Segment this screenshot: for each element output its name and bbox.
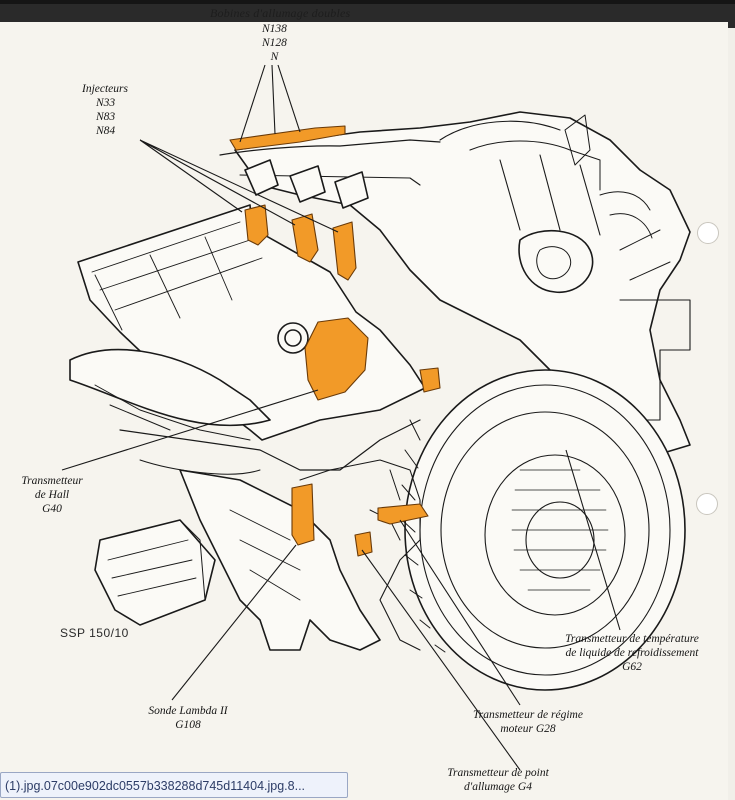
ignition-coils xyxy=(229,125,346,151)
temp-label-line1: Transmetteur de température xyxy=(565,633,699,645)
hall-label-line1: Transmetteur xyxy=(21,475,83,487)
coil-packs xyxy=(244,159,369,209)
temp-label-code: G62 xyxy=(622,661,642,673)
oil-filter xyxy=(94,519,216,626)
binder-hole xyxy=(696,493,718,515)
coil-label-n138: N138 xyxy=(262,23,287,35)
binder-hole xyxy=(697,222,719,244)
lambda-label-line1: Sonde Lambda II xyxy=(148,705,228,717)
figure-code: SSP 150/10 xyxy=(60,626,129,640)
temp-sensor xyxy=(419,367,441,393)
regime-label-line1: Transmetteur de régime xyxy=(473,709,583,721)
clutch-plate xyxy=(484,454,626,616)
speed-sender xyxy=(377,503,429,525)
injector-label-n84: N84 xyxy=(96,125,116,137)
injector-n33 xyxy=(244,204,269,246)
lambda-probe xyxy=(291,483,315,546)
injector-n84 xyxy=(332,221,357,281)
point-label: Transmetteur de point d'allumage G4 xyxy=(434,766,562,794)
injector-label-n83: N83 xyxy=(96,111,116,123)
regime-label-line2: moteur G28 xyxy=(500,723,556,735)
coil-label-n: N xyxy=(270,51,279,63)
lambda-label: Sonde Lambda II G108 xyxy=(128,704,248,732)
temp-label-line2: de liquide de refroidissement xyxy=(565,647,699,659)
hall-sender xyxy=(304,317,369,401)
hall-label-line2: de Hall xyxy=(34,489,70,501)
point-label-line1: Transmetteur de point xyxy=(447,767,549,779)
injector-labels: Injecteurs N33 N83 N84 xyxy=(82,82,128,138)
coil-labels: N138 N128 N xyxy=(262,22,287,64)
injectors-title: Injecteurs xyxy=(82,83,128,95)
coil-label-n128: N128 xyxy=(262,37,287,49)
point-label-line2: d'allumage G4 xyxy=(464,781,532,793)
hall-label-code: G40 xyxy=(42,503,62,515)
hall-sender-label: Transmetteur de Hall G40 xyxy=(14,474,90,516)
injector-label-n33: N33 xyxy=(96,97,116,109)
idle-valve xyxy=(518,229,594,293)
temperature-label: Transmetteur de température de liquide d… xyxy=(548,632,716,674)
lambda-label-code: G108 xyxy=(175,719,201,731)
file-name-tab[interactable]: (1).jpg.07c00e902dc0557b338288d745d11404… xyxy=(0,772,348,798)
injector-n83 xyxy=(291,213,319,263)
regime-label: Transmetteur de régime moteur G28 xyxy=(468,708,588,736)
reference-sender xyxy=(354,531,373,557)
page-header-title: Bobines d'allumage doubles xyxy=(210,6,351,20)
